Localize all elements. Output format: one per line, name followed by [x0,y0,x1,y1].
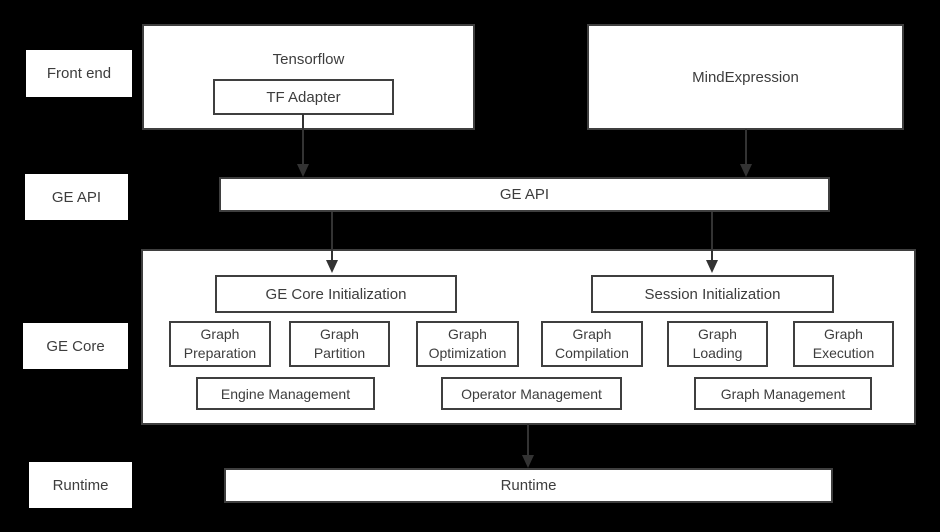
stage-box-graph-partition: Graph Partition [289,321,390,367]
stage-box-graph-execution: Graph Execution [793,321,894,367]
arrow-ge-api-to-ge-core-initialization [326,212,338,273]
arrow-tf-adapter-to-ge-api [297,114,309,177]
arrow-mindexpression-to-ge-api [740,129,752,177]
mindexpression-box: MindExpression [587,24,904,130]
ge-api-bar: GE API [219,177,830,212]
row-label-front-end: Front end [26,50,132,97]
stage-box-graph-preparation: Graph Preparation [169,321,271,367]
arrow-ge-core-to-runtime [522,424,534,468]
stage-box-graph-optimization: Graph Optimization [416,321,519,367]
runtime-bar: Runtime [224,468,833,503]
row-label-ge-api: GE API [25,174,128,220]
ge-core-box: GE Core Initialization Session Initializ… [141,249,916,425]
tensorflow-box: Tensorflow TF Adapter [142,24,475,130]
engine-management-box: Engine Management [196,377,375,410]
operator-management-box: Operator Management [441,377,622,410]
row-label-ge-core: GE Core [23,323,128,369]
graph-management-box: Graph Management [694,377,872,410]
row-label-runtime: Runtime [29,462,132,508]
arrow-ge-api-to-session-initialization [706,212,718,273]
session-initialization-box: Session Initialization [591,275,834,313]
tf-adapter-box: TF Adapter [213,79,394,115]
stage-box-graph-loading: Graph Loading [667,321,768,367]
ge-core-initialization-box: GE Core Initialization [215,275,457,313]
stage-box-graph-compilation: Graph Compilation [541,321,643,367]
tensorflow-title: Tensorflow [272,51,345,68]
